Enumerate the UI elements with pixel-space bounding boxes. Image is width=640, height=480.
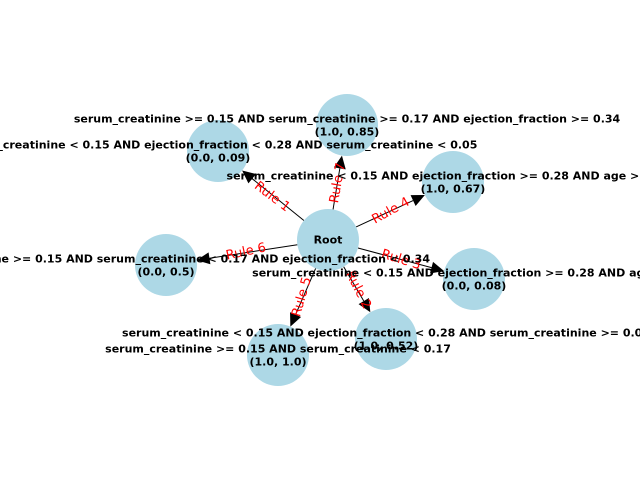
node-circle: [316, 94, 378, 156]
arrowhead-icon: [196, 252, 211, 265]
node-rule-text: serum_creatinine < 0.15 AND ejection_fra…: [122, 327, 640, 340]
edge-line: [357, 247, 432, 269]
node-value-text: (1.0, 0.67): [421, 183, 486, 196]
edge-label-rule1: Rule 1: [251, 179, 293, 215]
node-value-text: (1.0, 0.85): [315, 126, 380, 139]
arrowhead-icon: [358, 298, 371, 313]
arrowhead-icon: [410, 195, 425, 206]
edge-rule5: [290, 268, 317, 327]
edge-label-rule5: Rule 5: [289, 275, 315, 318]
edge-line: [251, 178, 305, 221]
node-circle: [443, 248, 505, 310]
root-node: [297, 209, 359, 271]
node-rule-text: serum_creatinine >= 0.15 AND serum_creat…: [105, 343, 451, 356]
node-rule7: [316, 94, 378, 156]
edge-rule3: [357, 247, 445, 274]
edge-rule2: [343, 266, 371, 313]
node-value-text: (0.0, 0.08): [442, 280, 507, 293]
node-circle: [247, 324, 309, 386]
nodes-layer: [135, 94, 505, 386]
edge-line: [355, 200, 414, 228]
node-value-text: (1.0, 1.0): [249, 356, 306, 369]
node-rule-text: serum_creatinine < 0.15 AND ejection_fra…: [252, 267, 640, 280]
edge-line: [209, 244, 298, 259]
node-rule-text: serum_creatinine < 0.15 AND ejection_fra…: [0, 139, 477, 152]
node-rule5: [247, 324, 309, 386]
node-circle: [355, 308, 417, 370]
node-rule-text: serum_creatinine >= 0.15 AND serum_creat…: [74, 113, 621, 126]
node-rule4: [422, 151, 484, 213]
node-rule3: [443, 248, 505, 310]
node-circle: [297, 209, 359, 271]
edge-label-rule7: Rule 7: [327, 162, 349, 205]
node-circle: [422, 151, 484, 213]
node-value-text: (0.0, 0.5): [137, 266, 194, 279]
root-node-label: Root: [314, 234, 343, 247]
edge-line: [332, 168, 341, 210]
node-circle: [135, 234, 197, 296]
node-circle: [187, 120, 249, 182]
arrowhead-icon: [290, 312, 302, 327]
node-rule-text: serum_creatinine < 0.15 AND ejection_fra…: [227, 170, 640, 183]
arrowhead-icon: [333, 155, 346, 170]
edge-rule6: [196, 244, 298, 265]
edge-line: [343, 266, 365, 302]
edge-rule1: [242, 170, 305, 221]
node-value-text: (1.0, 0.52): [354, 340, 419, 353]
edge-rule7: [332, 155, 346, 210]
node-rule1: [187, 120, 249, 182]
node-rule-text: serum_creatinine >= 0.15 AND serum_creat…: [0, 253, 430, 266]
node-value-text: (0.0, 0.09): [186, 152, 251, 165]
node-rule6: [135, 234, 197, 296]
edge-rule4: [355, 195, 425, 228]
edge-label-rule4: Rule 4: [370, 195, 413, 228]
node-rule2: [355, 308, 417, 370]
edges-layer: [196, 155, 445, 327]
arrowhead-icon: [242, 170, 256, 184]
edge-line: [295, 268, 317, 315]
arrowhead-icon: [429, 261, 445, 274]
